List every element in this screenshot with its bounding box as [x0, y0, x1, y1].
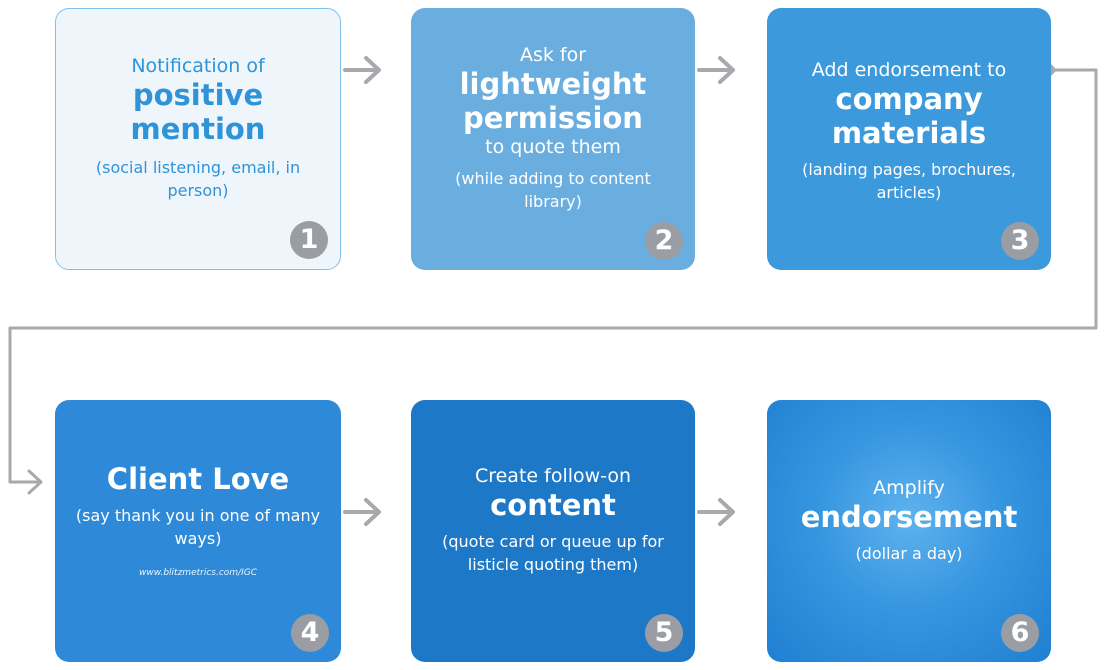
step-3-pre: Add endorsement to	[811, 59, 1007, 81]
step-4-url: www.blitzmetrics.com/IGC	[138, 568, 258, 578]
step-2-sub: to quote them	[485, 136, 621, 158]
step-5-title: content	[490, 488, 616, 522]
step-1-number-badge: 1	[290, 221, 328, 259]
step-5-pre: Create follow-on	[474, 465, 632, 487]
step-4-number-badge: 4	[291, 614, 329, 652]
step-3-detail: (landing pages, brochures, articles)	[802, 160, 1016, 202]
arrow-5-to-6	[697, 498, 735, 526]
arrow-3-notch	[1051, 64, 1057, 76]
arrow-2-to-3	[697, 56, 735, 84]
step-1-title: positive mention	[130, 78, 266, 146]
step-3-box: Add endorsement to company materials (la…	[767, 8, 1051, 270]
step-4-box: Client Love (say thank you in one of man…	[55, 400, 341, 662]
step-6-pre: Amplify	[873, 476, 945, 499]
step-1-pre: Notification of	[131, 55, 265, 77]
arrow-3-to-4-elbow	[8, 68, 1098, 495]
step-2-pre: Ask for	[519, 44, 587, 66]
step-6-title: endorsement	[800, 499, 1018, 534]
step-1-box: Notification of positive mention (social…	[55, 8, 341, 270]
step-6-number-badge: 6	[1001, 614, 1039, 652]
step-3-title: company materials	[831, 82, 987, 150]
step-6-box: Amplify endorsement (dollar a day) 6	[767, 400, 1051, 662]
step-2-box: Ask for lightweight permission to quote …	[411, 8, 695, 270]
step-4-detail: (say thank you in one of many ways)	[75, 506, 321, 548]
step-6-detail: (dollar a day)	[855, 543, 963, 563]
arrow-4-to-5	[343, 498, 381, 526]
step-2-detail: (while adding to content library)	[455, 169, 651, 211]
step-5-detail: (quote card or queue up for listicle quo…	[442, 532, 664, 574]
step-1-detail: (social listening, email, in person)	[95, 158, 301, 200]
step-2-number-badge: 2	[645, 222, 683, 260]
arrow-1-to-2	[343, 56, 381, 84]
step-2-title: lightweight permission	[459, 67, 647, 135]
step-4-title: Client Love	[106, 462, 290, 496]
step-5-box: Create follow-on content (quote card or …	[411, 400, 695, 662]
step-5-number-badge: 5	[645, 614, 683, 652]
step-3-number-badge: 3	[1001, 222, 1039, 260]
